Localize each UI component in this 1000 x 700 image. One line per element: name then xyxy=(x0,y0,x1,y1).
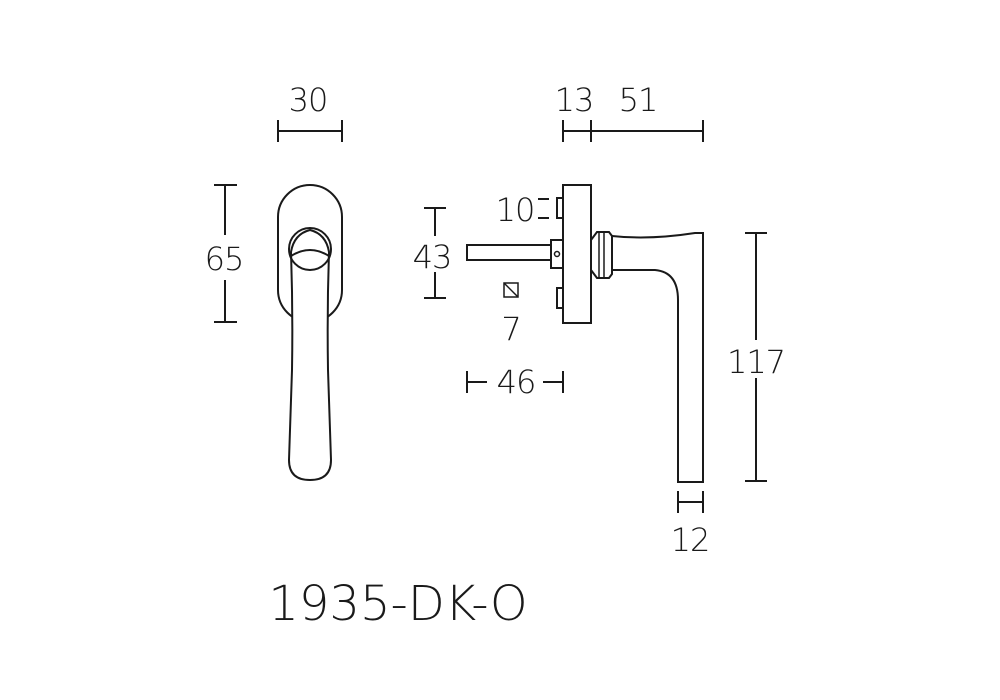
side-view: 13 51 10 43 7 46 xyxy=(413,81,786,559)
rosette-depth-label: 13 xyxy=(555,81,594,119)
grip-width-label: 12 xyxy=(671,521,710,559)
handle-length-dimension: 117 xyxy=(727,232,786,482)
front-width-dimension: 30 xyxy=(277,81,343,142)
spindle-length-label: 46 xyxy=(497,363,536,401)
grip-width-dimension: 12 xyxy=(671,491,710,559)
side-top-dimensions: 13 51 xyxy=(555,81,704,142)
spindle-offset-label: 10 xyxy=(496,191,535,229)
handle-collar xyxy=(590,231,613,279)
spindle-boss xyxy=(550,239,564,269)
spindle xyxy=(466,244,553,261)
spindle-length-dimension: 46 xyxy=(466,363,564,401)
front-height-label: 65 xyxy=(205,240,244,278)
side-handle-lever xyxy=(611,232,704,483)
spindle-offset-dimension: 10 xyxy=(496,191,549,229)
fixing-spacing-dimension: 43 xyxy=(413,207,452,299)
spindle-square-label: 7 xyxy=(501,310,520,348)
spindle-square-symbol: 7 xyxy=(501,282,522,348)
side-rosette xyxy=(562,184,592,324)
front-handle-neck xyxy=(288,227,332,271)
front-width-label: 30 xyxy=(289,81,328,119)
model-number: 1935-DK-O xyxy=(268,576,527,632)
handle-length-label: 117 xyxy=(727,343,785,381)
handle-projection-label: 51 xyxy=(619,81,658,119)
front-height-dimension: 65 xyxy=(205,184,244,323)
front-handle-lever xyxy=(287,228,333,482)
fixing-spacing-label: 43 xyxy=(413,238,452,276)
front-view: 30 65 xyxy=(205,81,343,482)
